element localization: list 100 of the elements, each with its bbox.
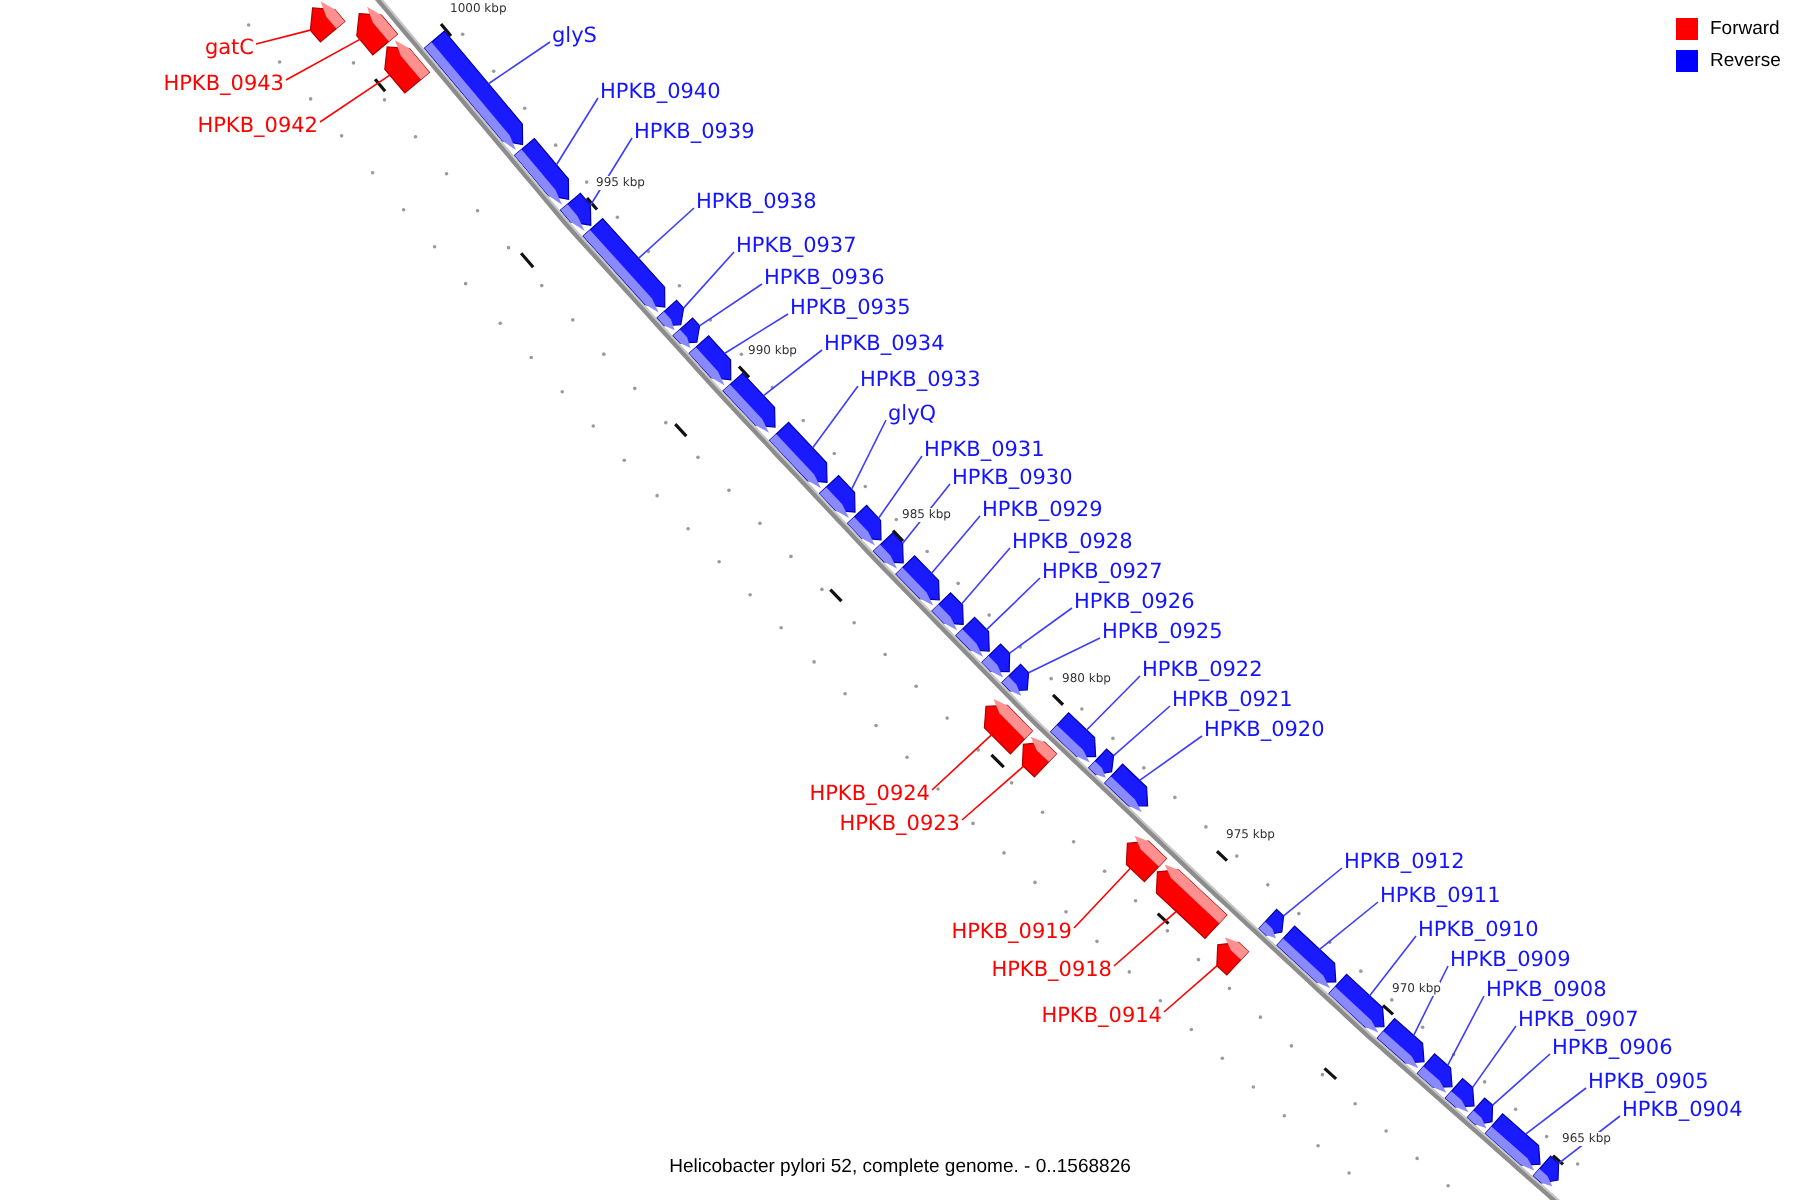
gene-label: HPKB_0911	[1378, 884, 1503, 908]
gene-block	[1466, 1097, 1494, 1129]
gene-label: HPKB_0919	[949, 920, 1074, 944]
gene-label: HPKB_0923	[837, 812, 962, 836]
gene-label: HPKB_0920	[1202, 718, 1327, 742]
gene-block	[582, 217, 666, 313]
gene-label: HPKB_0922	[1140, 658, 1265, 682]
gene-label: HPKB_0940	[598, 80, 723, 104]
leader-line	[682, 251, 735, 309]
gene-block	[559, 192, 592, 231]
leader-line	[319, 74, 391, 123]
gene-block	[722, 372, 776, 433]
leader-line	[555, 97, 599, 166]
leader-line	[877, 455, 923, 519]
leader-line	[285, 38, 361, 81]
leader-line	[931, 734, 993, 791]
gene-label: HPKB_0942	[195, 114, 320, 138]
gene-block	[384, 40, 431, 94]
gene-label: HPKB_0939	[632, 120, 757, 144]
leader-line	[723, 313, 789, 355]
gene-block	[1125, 835, 1168, 883]
gene-block	[1484, 1112, 1541, 1171]
leader-line	[985, 577, 1041, 631]
leader-line	[1446, 995, 1485, 1067]
leader-line	[762, 349, 823, 397]
gene-label: HPKB_0928	[1010, 530, 1135, 554]
leader-line	[1113, 910, 1177, 967]
gene-label: HPKB_0906	[1550, 1036, 1675, 1060]
gene-label: HPKB_0935	[788, 296, 913, 320]
gene-block	[672, 317, 701, 348]
gene-label: HPKB_0929	[980, 498, 1105, 522]
gene-label: HPKB_0909	[1448, 948, 1573, 972]
gene-block	[1087, 748, 1115, 778]
gene-block	[513, 137, 570, 205]
gene-block	[895, 554, 940, 606]
gene-block	[1216, 937, 1250, 976]
gene-label: HPKB_0934	[822, 332, 947, 356]
leader-line	[637, 207, 695, 260]
gene-label: glyQ	[886, 402, 939, 426]
gene-label: HPKB_0938	[694, 190, 819, 214]
legend-label: Reverse	[1710, 50, 1781, 72]
leader-line	[1282, 867, 1343, 917]
gene-block	[846, 504, 882, 546]
leader-line	[1524, 1087, 1587, 1135]
gene-block	[818, 474, 856, 518]
leader-line	[850, 419, 887, 491]
caption: Helicobacter pylori 52, complete genome. - 0..1568826	[669, 1156, 1131, 1180]
gene-label: HPKB_0926	[1072, 590, 1197, 614]
gene-label: HPKB_0925	[1100, 620, 1225, 644]
gene-block	[1001, 663, 1030, 696]
leader-line	[1008, 607, 1073, 654]
leader-line	[1471, 1025, 1517, 1089]
gene-block	[688, 334, 732, 386]
gene-block	[1416, 1052, 1453, 1093]
legend-label: Forward	[1710, 18, 1780, 40]
gene-block	[1532, 1155, 1560, 1187]
leader-line	[1138, 735, 1203, 782]
leader-line	[487, 41, 551, 85]
gene-block	[983, 699, 1034, 755]
leader-line	[1027, 637, 1101, 674]
leader-line	[1073, 867, 1132, 929]
gene-label: HPKB_0933	[858, 368, 983, 392]
gene-block	[1376, 1017, 1425, 1069]
gene-block	[1049, 711, 1097, 763]
gene-label: HPKB_0912	[1342, 850, 1467, 874]
gene-label: HPKB_0907	[1516, 1008, 1641, 1032]
gene-block	[1444, 1077, 1475, 1113]
leader-line	[960, 547, 1011, 605]
gene-block	[931, 591, 964, 631]
leader-line	[1318, 901, 1379, 951]
gene-label: HPKB_0905	[1586, 1070, 1711, 1094]
leader-line	[1085, 675, 1141, 731]
leader-line	[1112, 705, 1171, 757]
gene-block	[1155, 864, 1228, 940]
leader-line	[698, 283, 763, 327]
gene-block	[872, 532, 904, 569]
leader-line	[1368, 935, 1417, 997]
gene-block	[1103, 763, 1149, 813]
gene-label: HPKB_0910	[1416, 918, 1541, 942]
leader-line	[930, 515, 981, 575]
gene-label: HPKB_0930	[950, 466, 1075, 490]
gene-label: HPKB_0927	[1040, 560, 1165, 584]
gene-block	[1021, 736, 1058, 778]
leader-line	[1491, 1053, 1551, 1106]
gene-block	[1328, 973, 1385, 1033]
gene-block	[356, 6, 399, 56]
gene-block	[955, 616, 990, 657]
leader-line	[1163, 965, 1218, 1013]
gene-block	[309, 1, 346, 43]
gene-label: glyS	[550, 24, 599, 48]
gene-label: gatC	[202, 36, 256, 60]
gene-block	[423, 30, 524, 150]
leader-line	[961, 765, 1025, 821]
leader-line	[811, 385, 859, 449]
gene-label: HPKB_0921	[1170, 688, 1295, 712]
gene-label: HPKB_0931	[922, 438, 1047, 462]
gene-label: HPKB_0937	[734, 234, 859, 258]
leader-line	[255, 29, 312, 45]
gene-label: HPKB_0904	[1620, 1098, 1745, 1122]
gene-block	[768, 421, 828, 489]
